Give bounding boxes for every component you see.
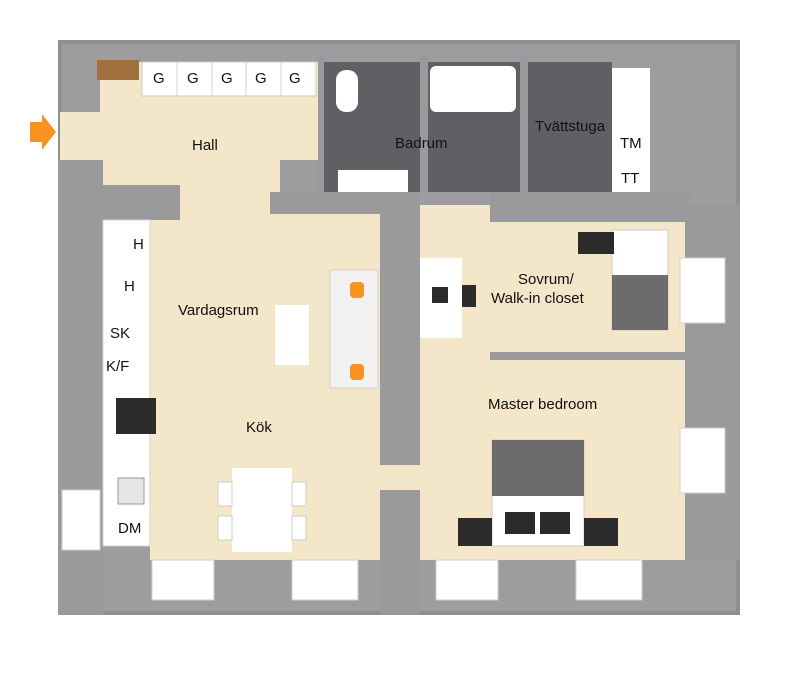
cushion-bottom	[350, 364, 364, 380]
wall-bath-west	[318, 56, 324, 192]
room-label-vardagsrum: Vardagsrum	[178, 302, 259, 319]
desk-chair	[432, 287, 448, 303]
nightstand-single	[578, 232, 614, 254]
single-bed-blanket	[612, 275, 668, 330]
label-tt: TT	[621, 170, 640, 187]
stove	[116, 398, 156, 434]
room-label-tvattstuga: Tvättstuga	[535, 118, 606, 135]
wardrobe-dividers	[176, 62, 282, 96]
toilet	[336, 70, 358, 112]
wardrobe	[141, 61, 317, 97]
interior-walls	[58, 56, 740, 615]
window-east-2	[679, 427, 726, 494]
pillow-right	[540, 512, 570, 534]
arrow-right-icon	[30, 114, 56, 150]
wall-bath-mid	[420, 56, 428, 192]
label-sk: SK	[110, 325, 131, 342]
laundry-counter	[612, 68, 650, 192]
windows	[61, 257, 726, 601]
label-kf: K/F	[106, 358, 130, 375]
nightstand-left	[458, 518, 492, 546]
label-tm: TM	[620, 135, 642, 152]
label-dm: DM	[118, 520, 142, 537]
window-south-2	[291, 559, 359, 601]
room-label-master: Master bedroom	[488, 396, 598, 413]
coffee-table	[275, 305, 309, 365]
kitchen-sink	[117, 477, 145, 505]
label-h2: H	[124, 278, 135, 295]
wardrobe-label-3: G	[221, 70, 233, 87]
dining-table	[232, 468, 292, 552]
wardrobe-label-4: G	[255, 70, 267, 87]
sink	[338, 170, 408, 192]
nightstand-right	[584, 518, 618, 546]
window-west	[61, 489, 101, 551]
wall-kitchen-north	[100, 185, 180, 220]
room-label-badrum: Badrum	[395, 135, 448, 152]
wall-central	[380, 205, 420, 465]
wardrobe-label-2: G	[187, 70, 199, 87]
entrance-floor	[60, 112, 120, 160]
wardrobe-label-5: G	[289, 70, 301, 87]
label-h1: H	[133, 236, 144, 253]
room-label-kok: Kök	[246, 419, 272, 436]
shoe-rack	[97, 60, 139, 80]
wardrobe-label-1: G	[153, 70, 165, 87]
wall-closet-north	[490, 192, 690, 222]
desk-stool	[462, 285, 476, 307]
window-east-1	[679, 257, 726, 324]
wall-central-south	[380, 490, 420, 615]
wall-laundry-west	[520, 56, 528, 192]
window-south-4	[575, 559, 643, 601]
room-label-sovrum: Sovrum/	[518, 271, 574, 288]
bathtub	[430, 66, 516, 112]
room-label-walkin: Walk-in closet	[491, 290, 584, 307]
window-south-3	[435, 559, 499, 601]
wall-bedroom-divider	[490, 352, 685, 360]
room-label-hall: Hall	[192, 137, 218, 154]
dining-chairs	[217, 481, 307, 541]
window-south-1	[151, 559, 215, 601]
pillow-left	[505, 512, 535, 534]
double-bed-blanket	[492, 440, 584, 496]
cushion-top	[350, 282, 364, 298]
